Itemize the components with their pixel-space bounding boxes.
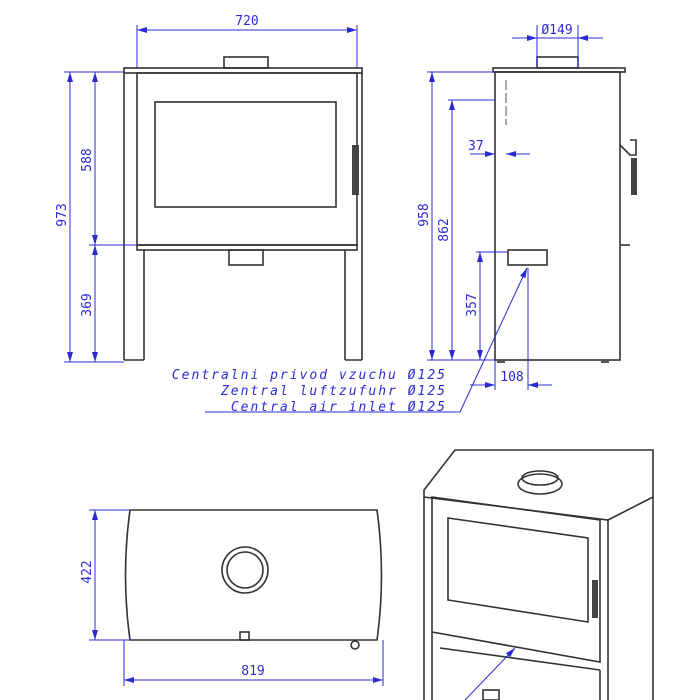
door [136,72,358,246]
dim-inlet-height: 357 [465,293,480,316]
dim-flue-axis-height: 862 [437,218,452,241]
label-german: Zentral luftzufuhr Ø125 [220,384,447,399]
dim-flue-diameter: Ø149 [541,23,572,38]
label-slovenian: Centralni privod vzuchu Ø125 [172,368,447,383]
dim-inlet-offset: 108 [500,370,523,385]
dim-height: 958 [417,203,432,226]
dim-flue-offset: 37 [468,139,484,154]
flue-outlet [223,56,269,69]
dim-depth: 422 [80,560,95,583]
label-english: Central air inlet Ø125 [231,400,447,415]
door-handle [631,158,637,195]
dim-top-width: 819 [241,664,264,679]
side-view: Ø149 958 862 357 37 108 Centralni privod… [172,23,637,415]
flue-outlet [536,56,579,69]
glass-window [154,101,337,208]
flue-circle [221,546,269,594]
dim-door-height: 588 [80,148,95,171]
dim-total-height: 973 [55,203,70,226]
front-view: 720 973 588 369 [55,14,363,363]
air-inlet [507,249,548,266]
isometric-view [423,449,654,700]
door-handle [352,145,359,195]
top-view: 422 819 [80,509,384,686]
dim-width: 720 [235,14,258,29]
dim-leg-height: 369 [80,293,95,316]
ash-drawer [228,249,264,266]
